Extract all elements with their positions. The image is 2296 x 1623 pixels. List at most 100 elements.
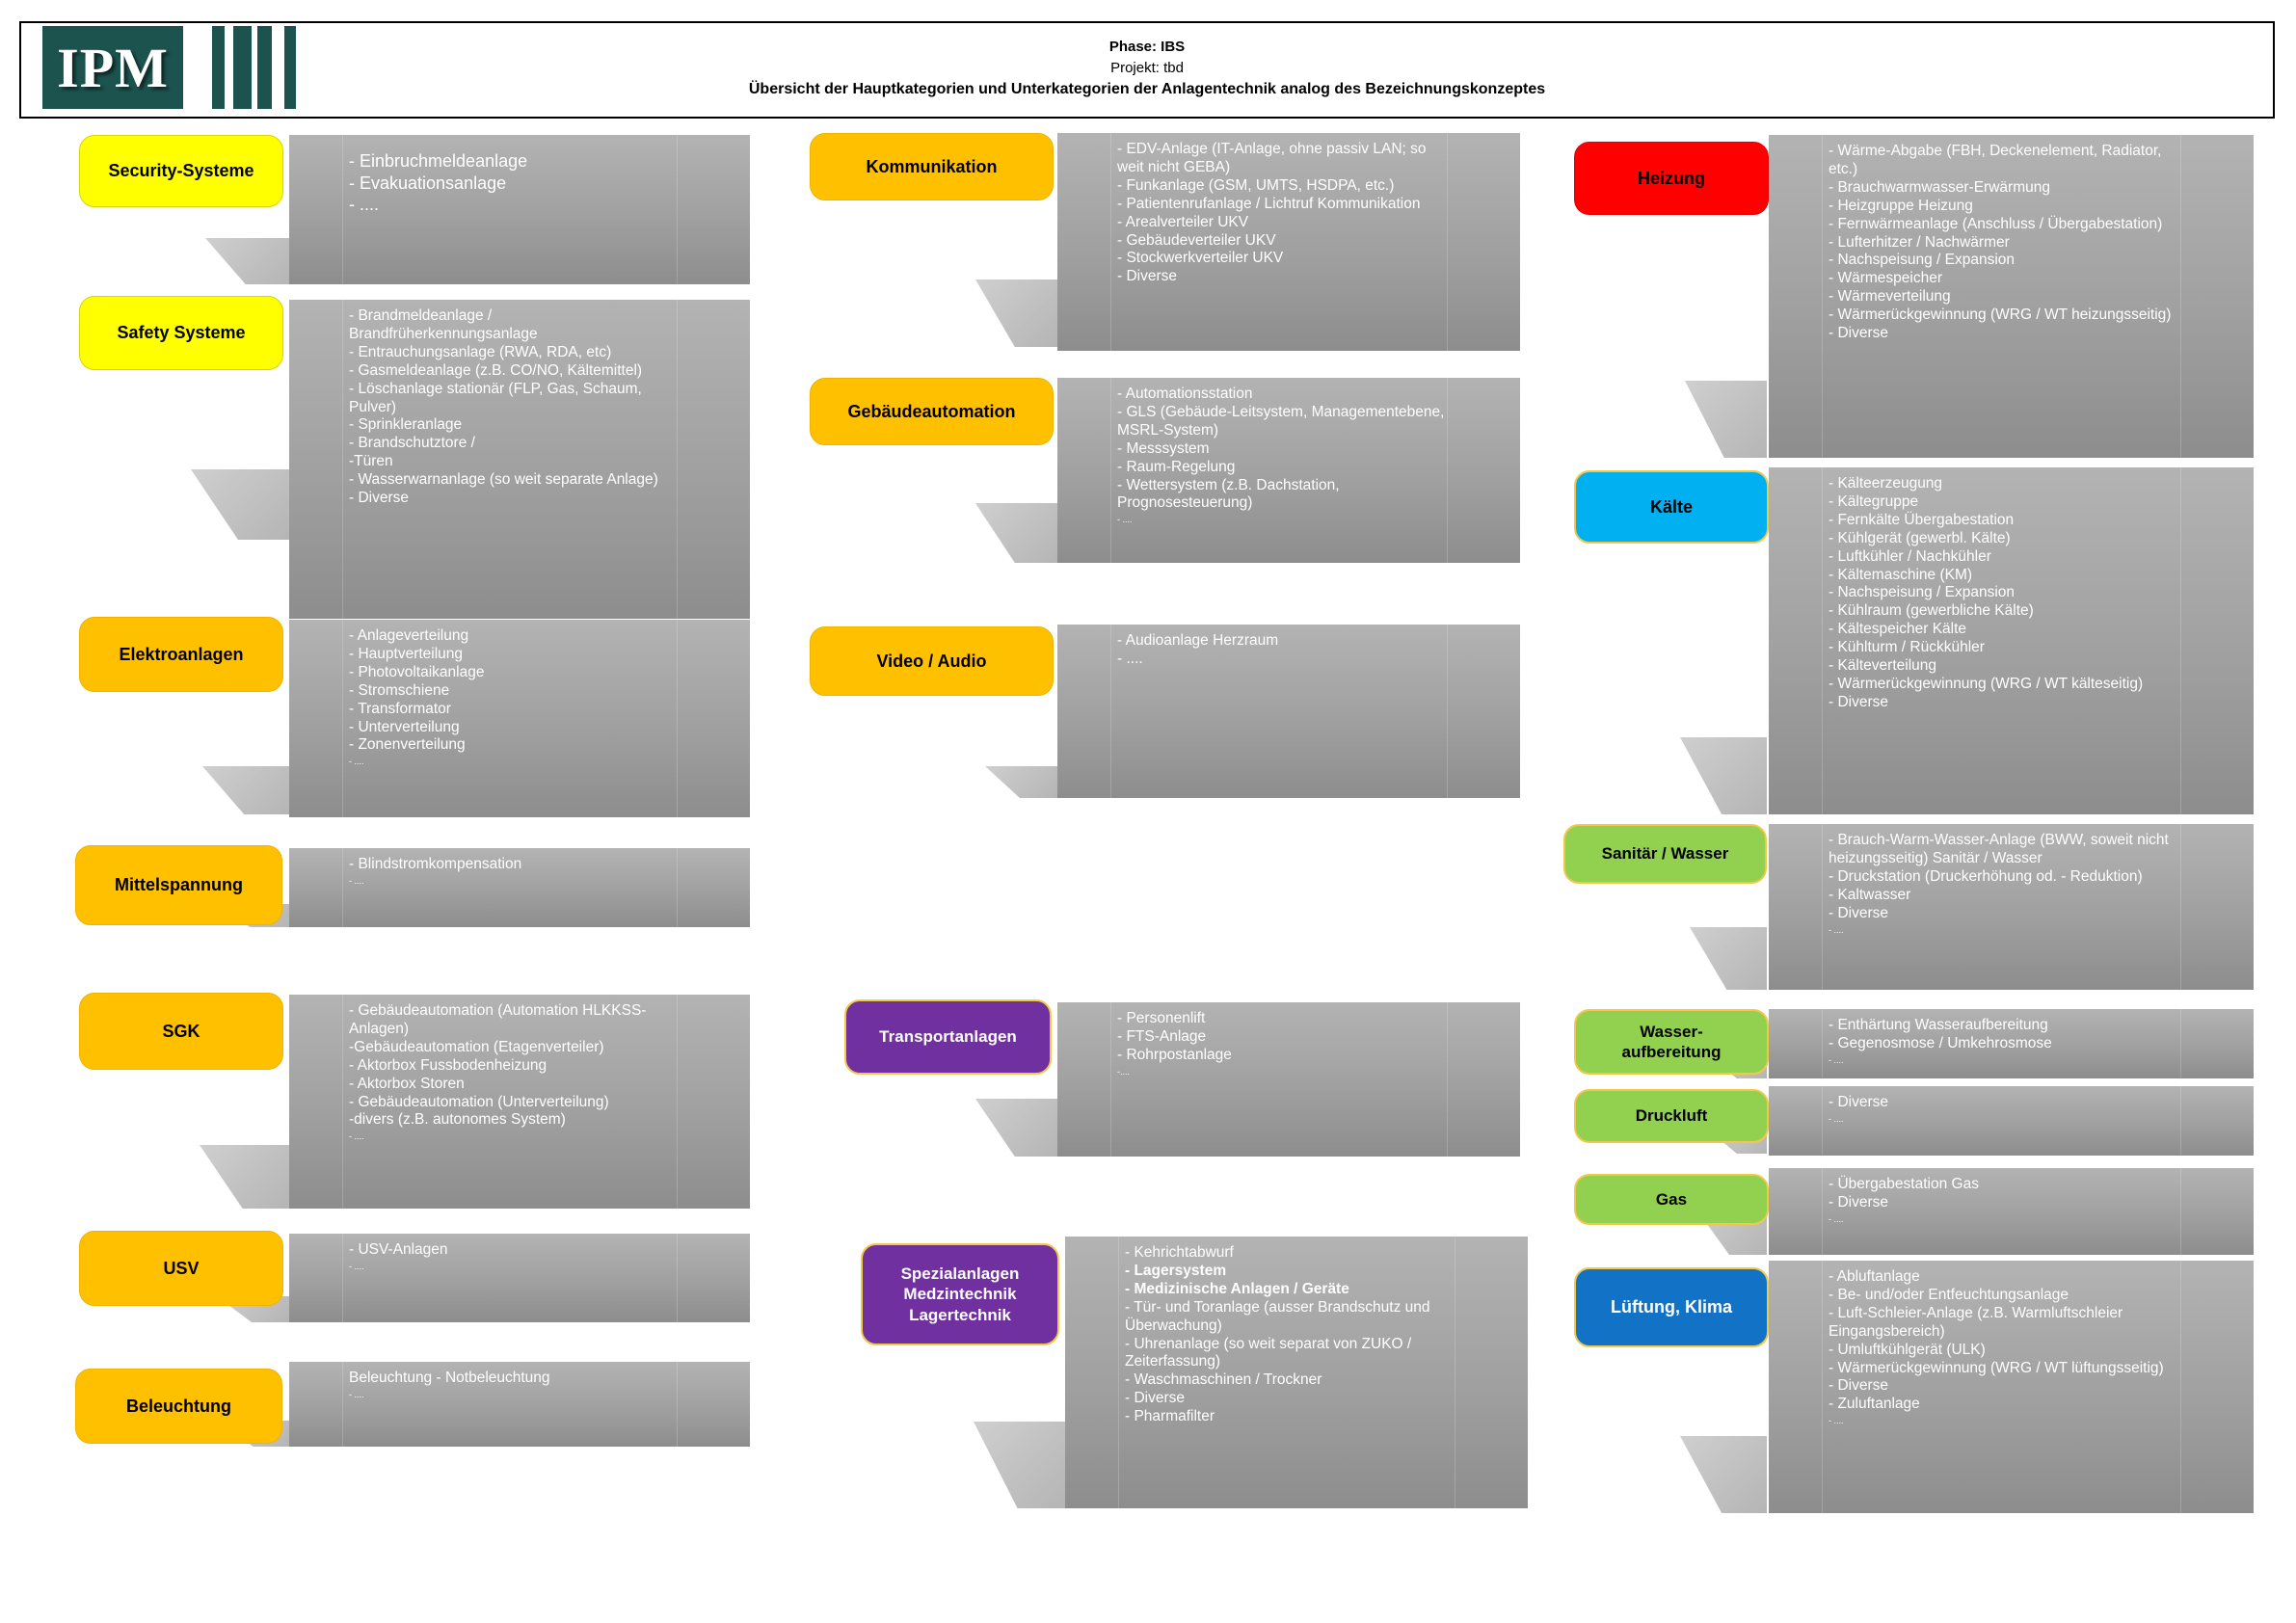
category-video-audio: Video / Audio xyxy=(810,626,1054,696)
subcategory-item: - Stromschiene xyxy=(349,681,450,699)
subcategory-item: - Luftkühler / Nachkühler xyxy=(1829,547,1991,565)
subcategory-item: - Druckstation (Druckerhöhung od. - Redu… xyxy=(1829,867,2143,885)
subcategory-item: - Uhrenanlage (so weit separat von ZUKO … xyxy=(1125,1335,1412,1370)
category-label: Kommunikation xyxy=(866,156,998,176)
category-spezialanlagen: Spezialanlagen Medzintechnik Lagertechni… xyxy=(861,1243,1059,1345)
perspective-shadow xyxy=(202,766,289,814)
subcategory-item: - Wasserwarnanlage (so weit separate Anl… xyxy=(349,471,658,489)
category-sanitaer-wasser: Sanitär / Wasser xyxy=(1563,824,1767,884)
subcategory-item: - Einbruchmeldeanlage xyxy=(349,151,528,171)
subcategories-video-audio: - Audioanlage Herzraum- .... xyxy=(1057,625,1520,798)
logo-bar-icon xyxy=(212,26,225,109)
category-kaelte: Kälte xyxy=(1574,470,1769,544)
subcategory-item: - Gebäudeautomation (Automation HLKKSS-A… xyxy=(349,1002,647,1037)
subcategory-item: - Personenlift xyxy=(1117,1010,1206,1026)
subcategory-item: - Wärmerückgewinnung (WRG / WT lüftungss… xyxy=(1829,1359,2164,1376)
subcategory-item: - .... xyxy=(1829,1054,1844,1065)
subcategory-item: - Entrauchungsanlage (RWA, RDA, etc) xyxy=(349,343,612,360)
subcategory-item: - .... xyxy=(349,1389,364,1399)
subcategory-item: - FTS-Anlage xyxy=(1117,1027,1207,1045)
subcategory-item: - Kälteverteilung xyxy=(1829,657,1937,675)
category-label: Security-Systeme xyxy=(108,161,254,181)
category-heizung: Heizung xyxy=(1574,142,1769,215)
subcategory-item: - Kältegruppe xyxy=(1829,492,1919,510)
subcategory-item: - Heizgruppe Heizung xyxy=(1829,197,1973,214)
subcategory-item: - .... xyxy=(1829,1416,1844,1426)
subcategories-elektroanlagen: - Anlageverteilung- Hauptverteilung- Pho… xyxy=(289,620,750,817)
ipm-logo-box: IPM xyxy=(42,26,183,109)
subcategories-gebaeudeautomation: - Automationsstation- GLS (Gebäude-Leits… xyxy=(1057,378,1520,563)
subcategory-item: - Sprinkleranlage xyxy=(349,416,463,434)
subcategories-lueftung-klima: - Abluftanlage- Be- und/oder Entfeuchtun… xyxy=(1769,1261,2254,1513)
subcategory-item: - Abluftanlage xyxy=(1829,1268,1920,1285)
subcategory-item: - Aktorbox Storen xyxy=(349,1075,465,1092)
subcategory-item: - Anlageverteilung xyxy=(349,627,469,644)
subcategory-item: -Gebäudeautomation (Etagenverteiler) xyxy=(349,1038,604,1055)
subcategories-wasseraufbereitung: - Enthärtung Wasseraufbereitung- Gegenos… xyxy=(1769,1009,2254,1078)
category-transportanlagen: Transportanlagen xyxy=(844,999,1052,1075)
subcategories-sgk: - Gebäudeautomation (Automation HLKKSS-A… xyxy=(289,995,750,1209)
category-sgk: SGK xyxy=(79,993,283,1070)
subcategory-item: - Diverse xyxy=(1829,904,1889,921)
subcategory-item: Beleuchtung - Notbeleuchtung xyxy=(349,1370,550,1386)
subcategory-item: - .... xyxy=(1829,1213,1844,1224)
subcategory-item: - Blindstromkompensation xyxy=(349,856,522,872)
subcategory-item: - Fernkälte Übergabestation xyxy=(1829,511,2015,528)
subcategory-item: - Luft-Schleier-Anlage (z.B. Warmluftsch… xyxy=(1829,1304,2123,1340)
category-label: Wasser- aufbereitung xyxy=(1621,1022,1722,1061)
subcategories-transportanlagen: - Personenlift- FTS-Anlage- Rohrpostanla… xyxy=(1057,1002,1520,1157)
perspective-shadow xyxy=(975,279,1057,347)
subcategory-item: - Brandmeldeanlage / Brandfrüherkennungs… xyxy=(349,307,538,342)
category-label: Beleuchtung xyxy=(125,1396,231,1416)
perspective-shadow xyxy=(985,766,1057,798)
subcategories-security-systeme: - Einbruchmeldeanlage- Evakuationsanlage… xyxy=(289,135,750,284)
category-beleuchtung: Beleuchtung xyxy=(75,1369,282,1444)
subcategory-item: - Be- und/oder Entfeuchtungsanlage xyxy=(1829,1286,2069,1303)
category-label: Elektroanlagen xyxy=(119,644,244,664)
category-label: Lüftung, Klima xyxy=(1611,1297,1732,1317)
subcategory-item: - Kühlraum (gewerbliche Kälte) xyxy=(1829,602,2034,620)
category-kommunikation: Kommunikation xyxy=(810,133,1054,200)
subcategory-item: - Photovoltaikanlage xyxy=(349,663,485,680)
subcategory-item: - Gasmeldeanlage (z.B. CO/NO, Kältemitte… xyxy=(349,361,643,379)
subcategory-item: -.... xyxy=(1117,1066,1130,1077)
category-mittelspannung: Mittelspannung xyxy=(75,845,282,925)
subcategory-item: - Wärmerückgewinnung (WRG / WT kälteseit… xyxy=(1829,675,2144,692)
logo-bar-icon xyxy=(284,26,296,109)
subcategory-item: - Audioanlage Herzraum xyxy=(1117,632,1279,649)
subcategory-item: - Diverse xyxy=(1829,1193,1889,1211)
page-title: Übersicht der Hauptkategorien und Unterk… xyxy=(748,81,1546,97)
subcategories-usv: - USV-Anlagen- .... xyxy=(289,1234,750,1322)
subcategory-item: - Nachspeisung / Expansion xyxy=(1829,584,2016,601)
category-label: SGK xyxy=(162,1021,200,1041)
header-text: Phase: IBS Projekt: tbd Übersicht der Ha… xyxy=(21,37,2273,100)
subcategory-item: - Zuluftanlage xyxy=(1829,1396,1920,1413)
subcategory-item: - Funkanlage (GSM, UMTS, HSDPA, etc.) xyxy=(1117,176,1395,194)
subcategory-item: - Pharmafilter xyxy=(1125,1408,1215,1425)
subcategory-item: - Brandschutztore / xyxy=(349,435,475,452)
perspective-shadow xyxy=(975,1099,1057,1157)
subcategory-item: - Messsystem xyxy=(1117,439,1210,457)
category-label: Safety Systeme xyxy=(117,323,246,343)
logo-bar-icon xyxy=(257,26,272,109)
subcategory-item: - Hauptverteilung xyxy=(349,645,464,662)
category-label: Gebäudeautomation xyxy=(847,401,1016,421)
subcategory-item: - Kälteerzeugung xyxy=(1829,475,1943,492)
logo-bar-icon xyxy=(233,26,252,109)
perspective-shadow xyxy=(1680,737,1767,814)
category-gebaeudeautomation: Gebäudeautomation xyxy=(810,378,1054,445)
category-label: Spezialanlagen Medzintechnik Lagertechni… xyxy=(900,1264,1020,1324)
subcategory-item: - USV-Anlagen xyxy=(349,1241,448,1258)
perspective-shadow xyxy=(191,469,289,540)
subcategory-item: - Stockwerkverteiler UKV xyxy=(1117,250,1284,267)
subcategory-item: - Wärmerückgewinnung (WRG / WT heizungss… xyxy=(1829,306,2172,324)
perspective-shadow xyxy=(205,238,289,284)
category-label: Kälte xyxy=(1649,496,1693,517)
subcategory-item: - .... xyxy=(1829,924,1844,935)
subcategory-item: - Kältemaschine (KM) xyxy=(1829,566,1973,583)
category-label: Video / Audio xyxy=(876,651,987,671)
subcategory-item: - Gegenosmose / Umkehrosmose xyxy=(1829,1034,2052,1051)
subcategory-item: -Türen xyxy=(349,453,393,470)
subcategory-item: - .... xyxy=(1117,650,1143,667)
project-line: Projekt: tbd xyxy=(1110,60,1184,76)
